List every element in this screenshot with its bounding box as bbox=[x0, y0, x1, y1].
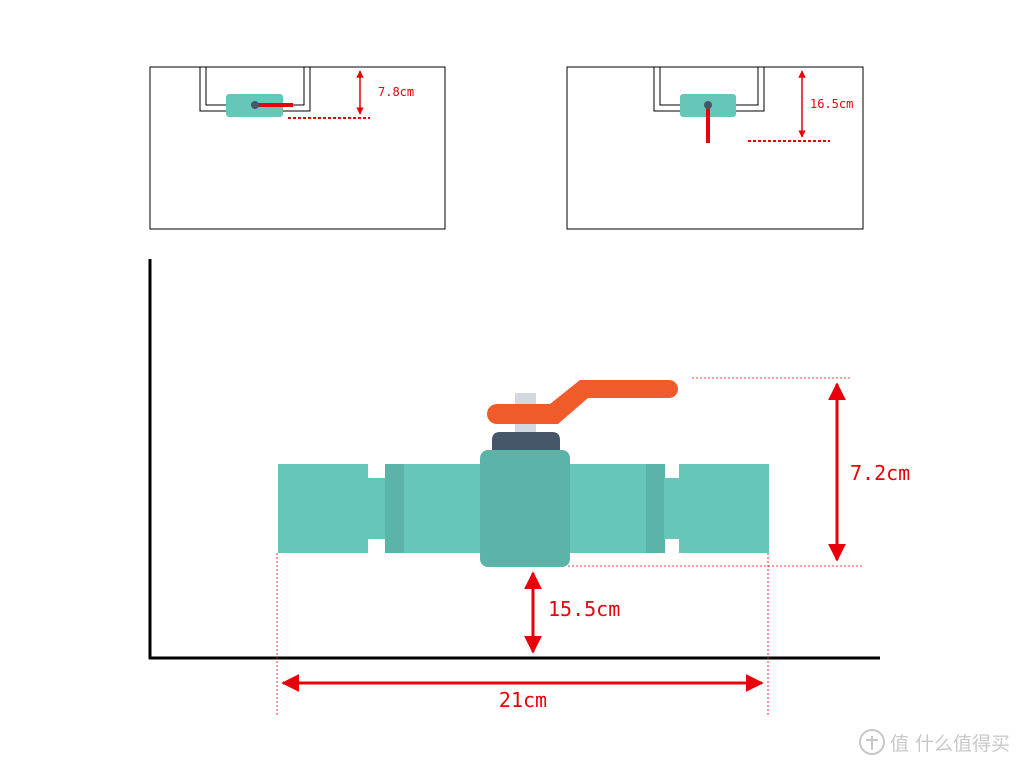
valve-body bbox=[480, 450, 570, 567]
inset-left-stem-dot bbox=[251, 101, 259, 109]
inset-left-dimension-label: 7.8cm bbox=[378, 85, 414, 99]
inset-right-dimension-label: 16.5cm bbox=[810, 97, 853, 111]
valve-bonnet bbox=[492, 432, 560, 452]
inset-right-frame bbox=[566, 66, 864, 230]
pipe-left-body bbox=[404, 464, 484, 553]
watermark-text: 值 什么值得买 bbox=[890, 733, 1010, 755]
pipe-right-nut bbox=[646, 464, 665, 553]
pipe-right-end bbox=[679, 464, 769, 553]
pipe-left-end bbox=[278, 464, 368, 553]
inset-right: 16.5cm bbox=[566, 66, 864, 230]
inset-left-frame bbox=[149, 66, 446, 230]
smzdm-logo-icon bbox=[859, 729, 885, 755]
pipe-right-neck bbox=[664, 478, 680, 539]
inset-left: 7.8cm bbox=[149, 66, 446, 230]
ball-valve-illustration bbox=[278, 380, 769, 567]
main-diagram: 7.2cm 15.5cm 21cm bbox=[148, 259, 910, 716]
inset-right-stem-dot bbox=[704, 101, 712, 109]
valve-handle bbox=[487, 380, 678, 424]
clearance-dimension-label: 15.5cm bbox=[548, 597, 620, 621]
pipe-left-nut bbox=[385, 464, 404, 553]
width-dimension-label: 21cm bbox=[499, 688, 547, 712]
watermark: 值 什么值得买 bbox=[859, 729, 1010, 755]
height-dimension-label: 7.2cm bbox=[850, 461, 910, 485]
pipe-right-body bbox=[566, 464, 648, 553]
extension-lines bbox=[276, 377, 864, 716]
pipe-left-neck bbox=[368, 478, 386, 539]
